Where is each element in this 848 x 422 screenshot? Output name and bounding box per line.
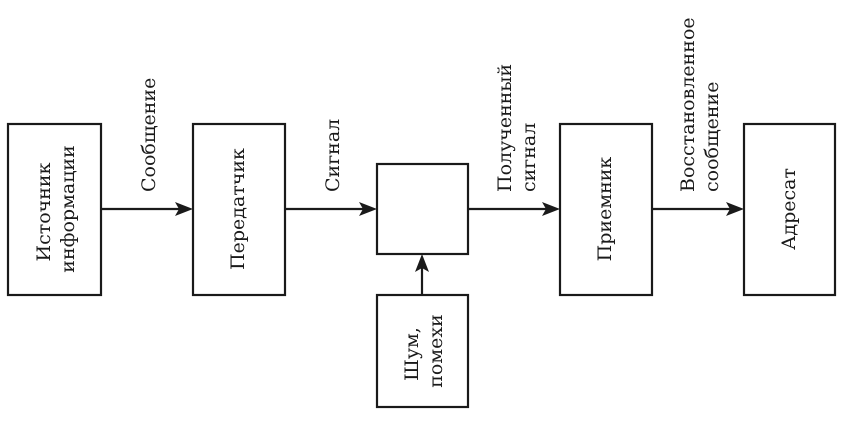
block-receiver: Приемник xyxy=(558,122,654,297)
label-signal: Сигнал xyxy=(322,119,344,192)
block-recipient-label: Адресат xyxy=(778,168,800,250)
block-receiver-label: Приемник xyxy=(594,157,616,262)
block-noise-label: Шум, помехи xyxy=(401,314,447,388)
block-recipient-label-line1: Адресат xyxy=(778,168,800,250)
arrow-received-signal-head xyxy=(542,202,560,216)
block-noise-frame xyxy=(375,293,470,409)
arrow-restored-message xyxy=(652,202,744,216)
label-message-line1: Сообщение xyxy=(138,78,160,192)
arrow-noise xyxy=(415,254,429,295)
block-source-label-line2: информации xyxy=(57,145,79,272)
arrow-signal xyxy=(285,202,377,216)
block-recipient-frame xyxy=(742,122,837,297)
block-noise: Шум, помехи xyxy=(375,293,470,409)
block-receiver-label-line1: Приемник xyxy=(594,157,616,262)
arrow-message-head xyxy=(175,202,193,216)
block-transmitter-label-line1: Передатчик xyxy=(227,148,249,270)
block-channel-frame xyxy=(375,162,470,256)
label-message: Сообщение xyxy=(138,78,160,192)
block-channel xyxy=(375,162,470,256)
block-source-label: Источник информации xyxy=(33,145,79,272)
label-restored-message-line1: Восстановленное xyxy=(677,17,699,192)
block-transmitter-label: Передатчик xyxy=(227,148,249,270)
arrow-signal-head xyxy=(359,202,377,216)
label-received-signal-line1: Полученный xyxy=(494,64,516,192)
arrow-message xyxy=(101,202,193,216)
block-noise-label-line1: Шум, xyxy=(401,327,423,381)
arrow-restored-message-head xyxy=(726,202,744,216)
block-noise-label-line2: помехи xyxy=(425,314,447,388)
label-signal-line1: Сигнал xyxy=(322,119,344,192)
block-source-frame xyxy=(6,122,103,297)
block-source-label-line1: Источник xyxy=(33,162,55,261)
label-restored-message-line2: сообщение xyxy=(701,82,723,192)
block-recipient: Адресат xyxy=(742,122,837,297)
arrow-noise-head xyxy=(415,254,429,272)
label-received-signal: Полученный сигнал xyxy=(494,58,540,192)
block-transmitter: Передатчик xyxy=(191,122,287,297)
block-source: Источник информации xyxy=(6,122,103,297)
arrow-received-signal xyxy=(468,202,560,216)
label-restored-message: Восстановленное сообщение xyxy=(677,11,723,192)
label-received-signal-line2: сигнал xyxy=(518,123,540,192)
